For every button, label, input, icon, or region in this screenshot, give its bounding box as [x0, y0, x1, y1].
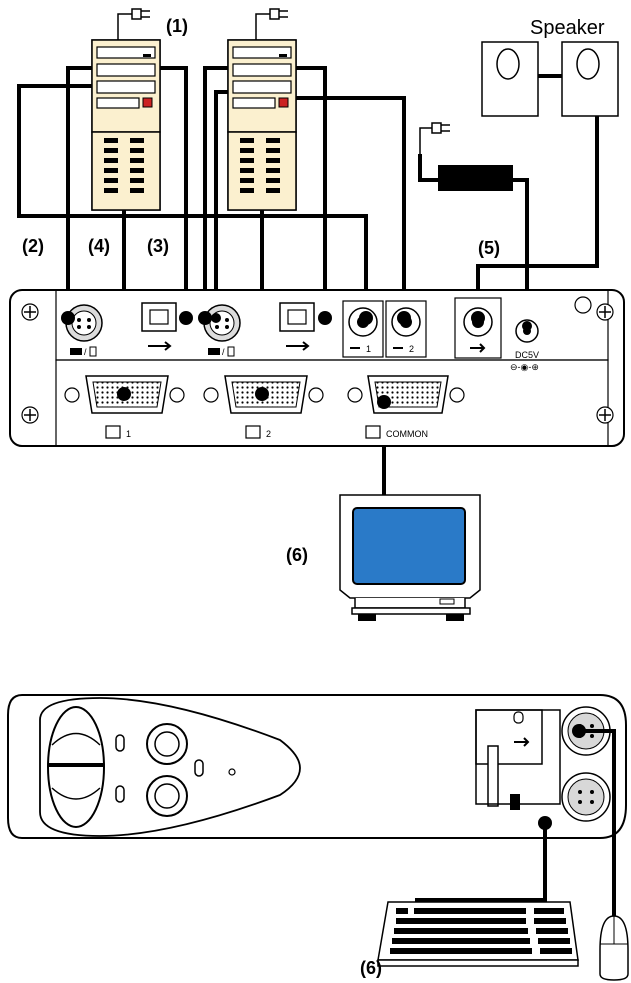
label-cable-4: (4)	[88, 236, 110, 256]
speaker-right	[561, 41, 619, 117]
pc1-power-cord	[117, 13, 132, 40]
dc-label: DC5V	[515, 350, 539, 360]
cable-mouse	[579, 729, 616, 916]
screw-icon	[596, 406, 614, 424]
rocker-switch	[47, 706, 105, 828]
power-plug-icon	[431, 122, 450, 134]
cable-keyboard-mouse-2b	[214, 90, 228, 318]
audio-1-label: 1	[366, 344, 371, 354]
label-pc: (1)	[166, 16, 188, 36]
kvm-rear-panel: / / 1	[9, 289, 625, 447]
vga-common-label: COMMON	[386, 429, 428, 439]
label-cable-3: (3)	[147, 236, 169, 256]
front-jack-upper	[146, 723, 188, 765]
kvm-front-panel	[7, 694, 627, 839]
cable-usb-2	[296, 66, 327, 318]
svg-text:/: /	[222, 347, 225, 357]
cable-usb-1	[160, 66, 188, 318]
cable-audio-1	[17, 84, 368, 318]
front-jack-lower	[146, 775, 188, 817]
keyboard	[377, 901, 579, 967]
power-plug-icon	[131, 8, 150, 20]
keyboard-symbol-icon	[510, 794, 520, 810]
front-ps2-keyboard-port	[561, 772, 611, 822]
usb-port-1	[141, 302, 177, 351]
audio-jack-1: 1	[342, 300, 384, 358]
speaker-label: Speaker	[530, 17, 605, 39]
power-adapter	[418, 122, 529, 326]
computer-1-tower	[91, 8, 161, 211]
screw-icon	[21, 406, 39, 424]
mouse-symbol-icon	[513, 711, 524, 724]
audio-2-label: 2	[409, 344, 414, 354]
screw-icon	[596, 303, 614, 321]
label-monitor: (6)	[286, 545, 308, 565]
speaker-out-jack	[454, 297, 502, 359]
label-cable-5: (5)	[478, 238, 500, 258]
label-keyboard: (6)	[360, 958, 382, 978]
cable-keyboard	[415, 823, 547, 902]
computer-2-tower	[227, 8, 297, 211]
usb-port-2	[279, 302, 315, 351]
screw-icon	[21, 303, 39, 321]
vga-2-label: 2	[266, 429, 271, 439]
usb-symbol-icon	[514, 737, 530, 747]
mouse	[599, 915, 629, 981]
svg-text:⊖-◉-⊕: ⊖-◉-⊕	[510, 362, 539, 372]
cable-plugs	[61, 311, 532, 409]
monitor	[339, 494, 481, 621]
audio-jack-2: 2	[385, 300, 427, 358]
label-cable-2: (2)	[22, 236, 44, 256]
cable-keyboard-mouse-2	[203, 66, 228, 318]
pc2-power-cord	[255, 13, 270, 40]
cable-audio-2	[296, 96, 406, 318]
power-plug-icon	[269, 8, 288, 20]
speaker-left	[481, 41, 539, 117]
cable-speaker	[476, 116, 599, 318]
vga-1-label: 1	[126, 429, 131, 439]
usb-door	[475, 709, 561, 807]
cable-keyboard-mouse-1	[66, 66, 92, 318]
svg-text:/: /	[84, 347, 87, 357]
